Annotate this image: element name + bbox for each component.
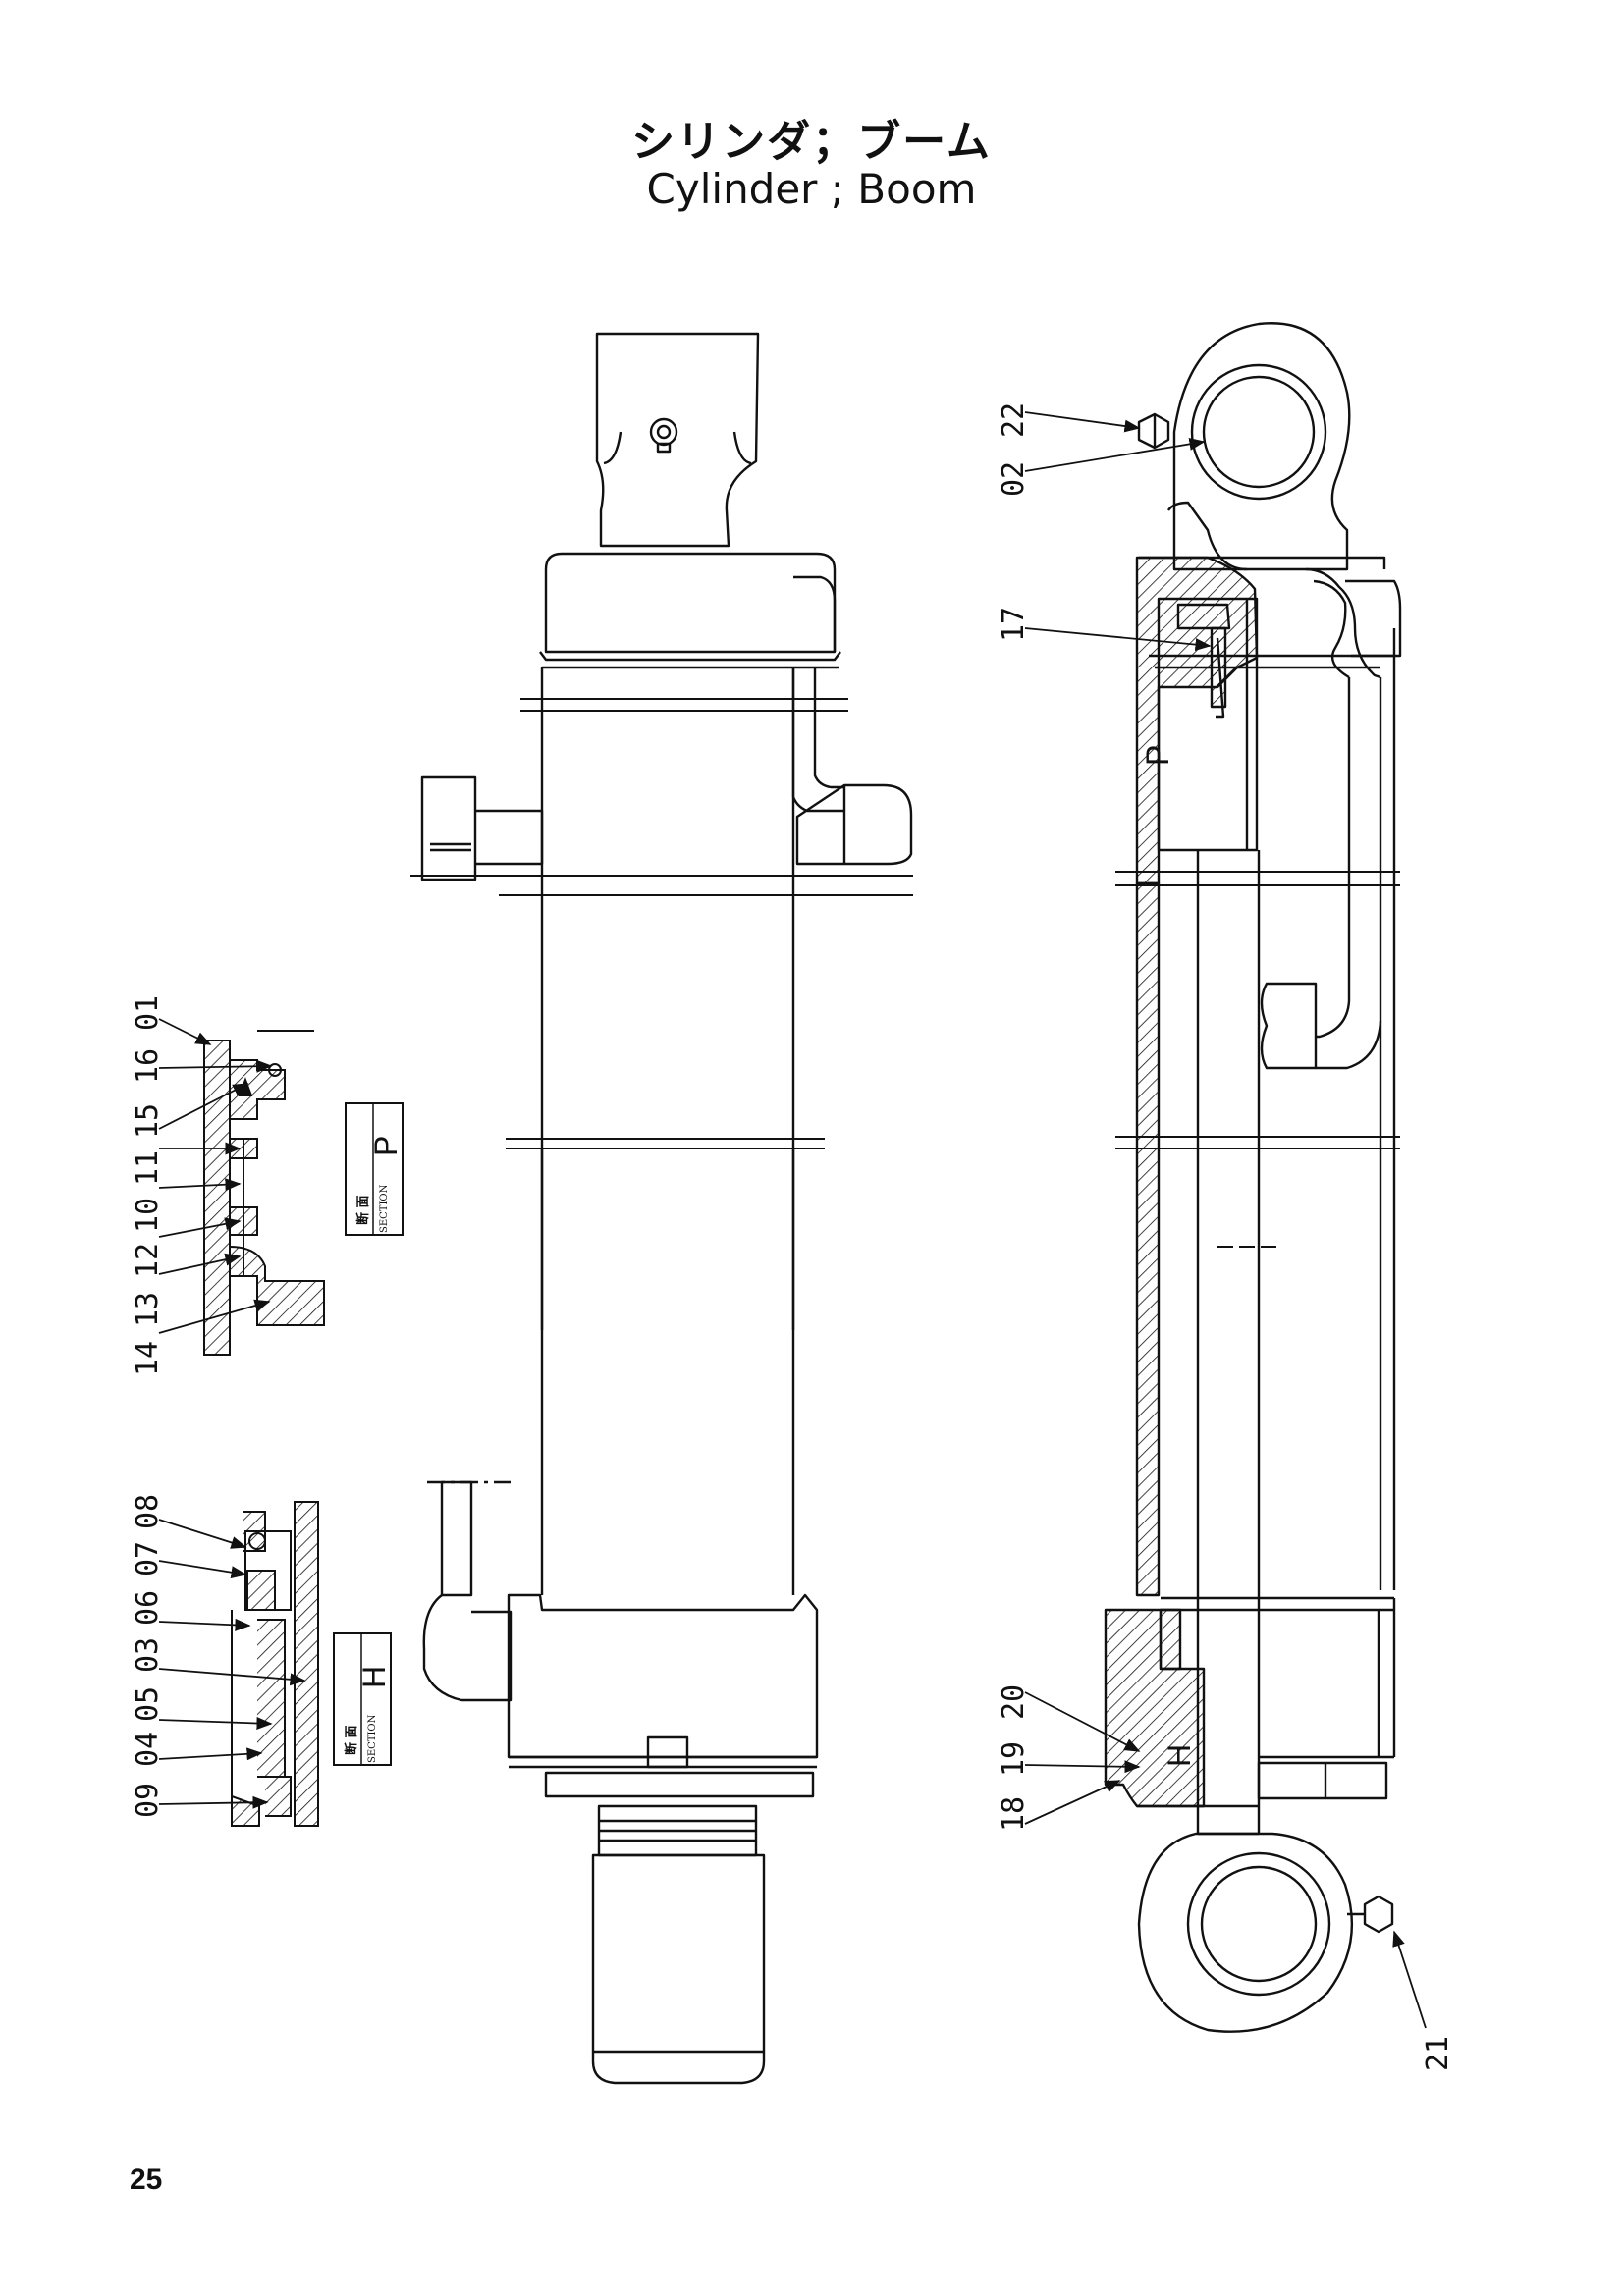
- section-h-word: SECTION: [367, 1714, 378, 1763]
- part-label-20: 20: [997, 1684, 1031, 1720]
- section-p-kanji: 断 面: [355, 1195, 371, 1225]
- tube-wall-section: [1135, 881, 1161, 1597]
- section-p-letter: P: [368, 1136, 404, 1156]
- marker-h: H: [1162, 1744, 1197, 1767]
- part-label-13: 13: [131, 1292, 165, 1327]
- port-left: [420, 775, 477, 881]
- section-p-label: 断 面 SECTION P: [345, 1102, 404, 1236]
- part-label-12: 12: [131, 1243, 165, 1278]
- exterior-view: [410, 332, 913, 2085]
- section-h-detail: [231, 1501, 319, 1827]
- part-label-07: 07: [131, 1541, 165, 1576]
- part-label-09: 09: [131, 1783, 165, 1818]
- head-clevis: [595, 332, 760, 548]
- section-h-letter: H: [356, 1666, 392, 1688]
- part-label-11: 11: [131, 1150, 165, 1186]
- part-label-01: 01: [131, 995, 165, 1031]
- section-h-label: 断 面 SECTION H: [333, 1632, 392, 1766]
- head-cap: [544, 552, 837, 654]
- title-japanese: シリンダ；ブーム: [631, 117, 992, 167]
- rod-gland: [507, 1593, 819, 1759]
- part-label-18: 18: [997, 1796, 1031, 1832]
- marker-p: P: [1140, 745, 1175, 766]
- part-label-04: 04: [131, 1732, 165, 1767]
- rod-eye: [1137, 1832, 1354, 2033]
- part-label-14: 14: [131, 1341, 165, 1376]
- part-label-16: 16: [131, 1048, 165, 1084]
- part-label-17: 17: [997, 607, 1031, 642]
- part-label-22: 22: [997, 402, 1031, 438]
- cylinder-head-section: [1135, 556, 1259, 885]
- gland-section: [1104, 1608, 1206, 1808]
- grease-nipple-21: [1347, 1895, 1394, 1934]
- part-label-15: 15: [131, 1103, 165, 1139]
- section-p-word: SECTION: [379, 1184, 390, 1233]
- sectional-view: [1104, 322, 1402, 2033]
- head-eye: [1172, 322, 1351, 571]
- part-label-21: 21: [1421, 2036, 1455, 2071]
- grease-nipple-22: [1137, 412, 1170, 450]
- part-label-06: 06: [131, 1590, 165, 1626]
- section-h-kanji: 断 面: [344, 1725, 359, 1755]
- part-label-08: 08: [131, 1494, 165, 1529]
- part-label-05: 05: [131, 1686, 165, 1722]
- part-label-19: 19: [997, 1741, 1031, 1777]
- elbow-upper: [1305, 567, 1381, 679]
- title-english: Cylinder ; Boom: [646, 165, 977, 213]
- section-p-detail: [203, 1030, 325, 1356]
- page-number: 25: [130, 2163, 163, 2196]
- part-label-10: 10: [131, 1198, 165, 1233]
- part-label-02: 02: [997, 461, 1031, 497]
- oil-pipe-upper: [793, 575, 837, 652]
- part-label-03: 03: [131, 1637, 165, 1673]
- grease-nipple-top: [649, 417, 678, 454]
- leader-lines: [158, 411, 1427, 2029]
- part-labels: 01 16 15 11 10 12 13 14 08 07 06 03 05 0…: [131, 402, 1455, 2071]
